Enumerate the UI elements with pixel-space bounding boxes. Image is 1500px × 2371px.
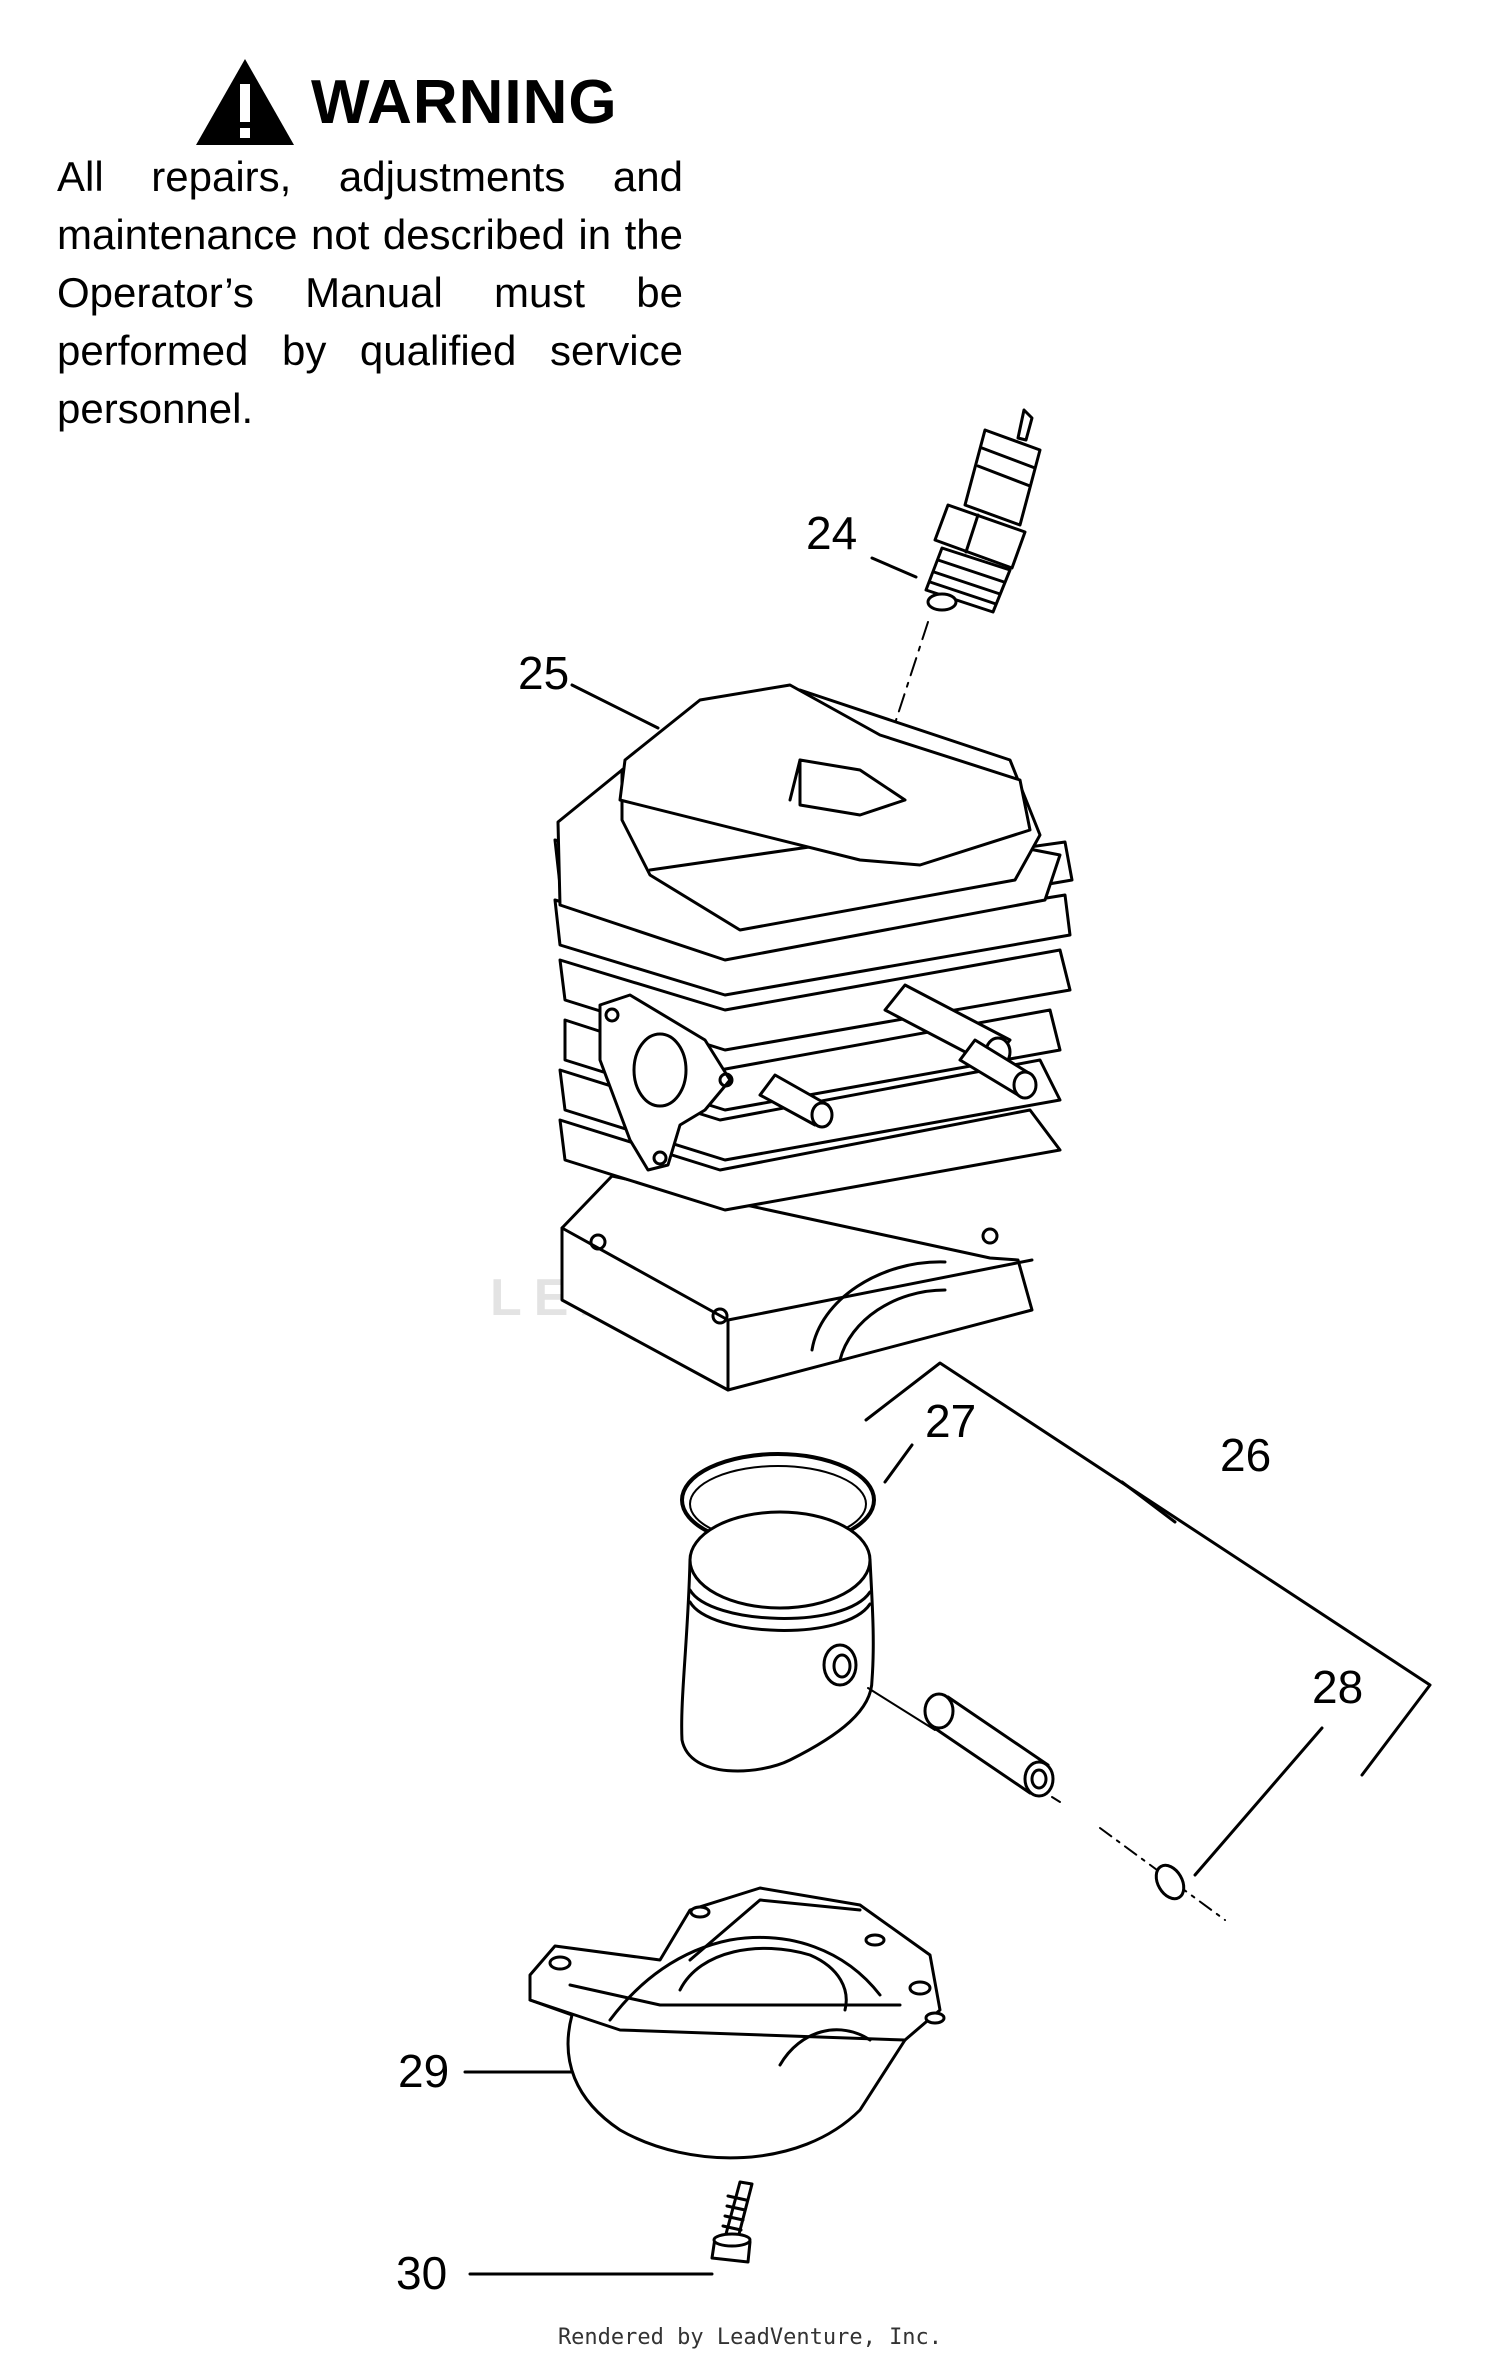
bracket-26 — [866, 1363, 1430, 1775]
warning-triangle-icon — [196, 59, 294, 145]
leader-25 — [572, 685, 658, 728]
pin-axis-tail — [1052, 1797, 1060, 1802]
warning-title: WARNING — [311, 67, 618, 137]
callout-29: 29 — [398, 2045, 450, 2097]
footer-credit: Rendered by LeadVenture, Inc. — [557, 2325, 943, 2350]
retaining-ring-drawing[interactable] — [1151, 1860, 1190, 1903]
warning-text: All repairs, adjustments and maintenance… — [57, 153, 683, 432]
warning-header: WARNING — [193, 52, 618, 152]
callout-27: 27 — [925, 1395, 977, 1447]
leader-27 — [885, 1445, 912, 1482]
cylinder-drawing[interactable] — [555, 685, 1072, 1390]
leader-24 — [872, 558, 916, 577]
crankcase-half-drawing[interactable] — [530, 1888, 944, 2158]
callout-25: 25 — [518, 647, 570, 699]
callout-28: 28 — [1312, 1661, 1364, 1713]
piston-drawing[interactable] — [682, 1512, 874, 1771]
leader-28 — [1195, 1728, 1322, 1875]
leader-26 — [1122, 1482, 1175, 1522]
piston-pin-drawing[interactable] — [925, 1694, 1053, 1796]
pin-axis-line — [868, 1688, 935, 1730]
spark-plug-drawing[interactable] — [926, 410, 1040, 612]
ring-axis-line — [1100, 1828, 1225, 1920]
callout-30: 30 — [396, 2247, 448, 2299]
callout-26: 26 — [1220, 1429, 1272, 1481]
callout-24: 24 — [806, 507, 858, 559]
screw-drawing[interactable] — [712, 2182, 752, 2262]
